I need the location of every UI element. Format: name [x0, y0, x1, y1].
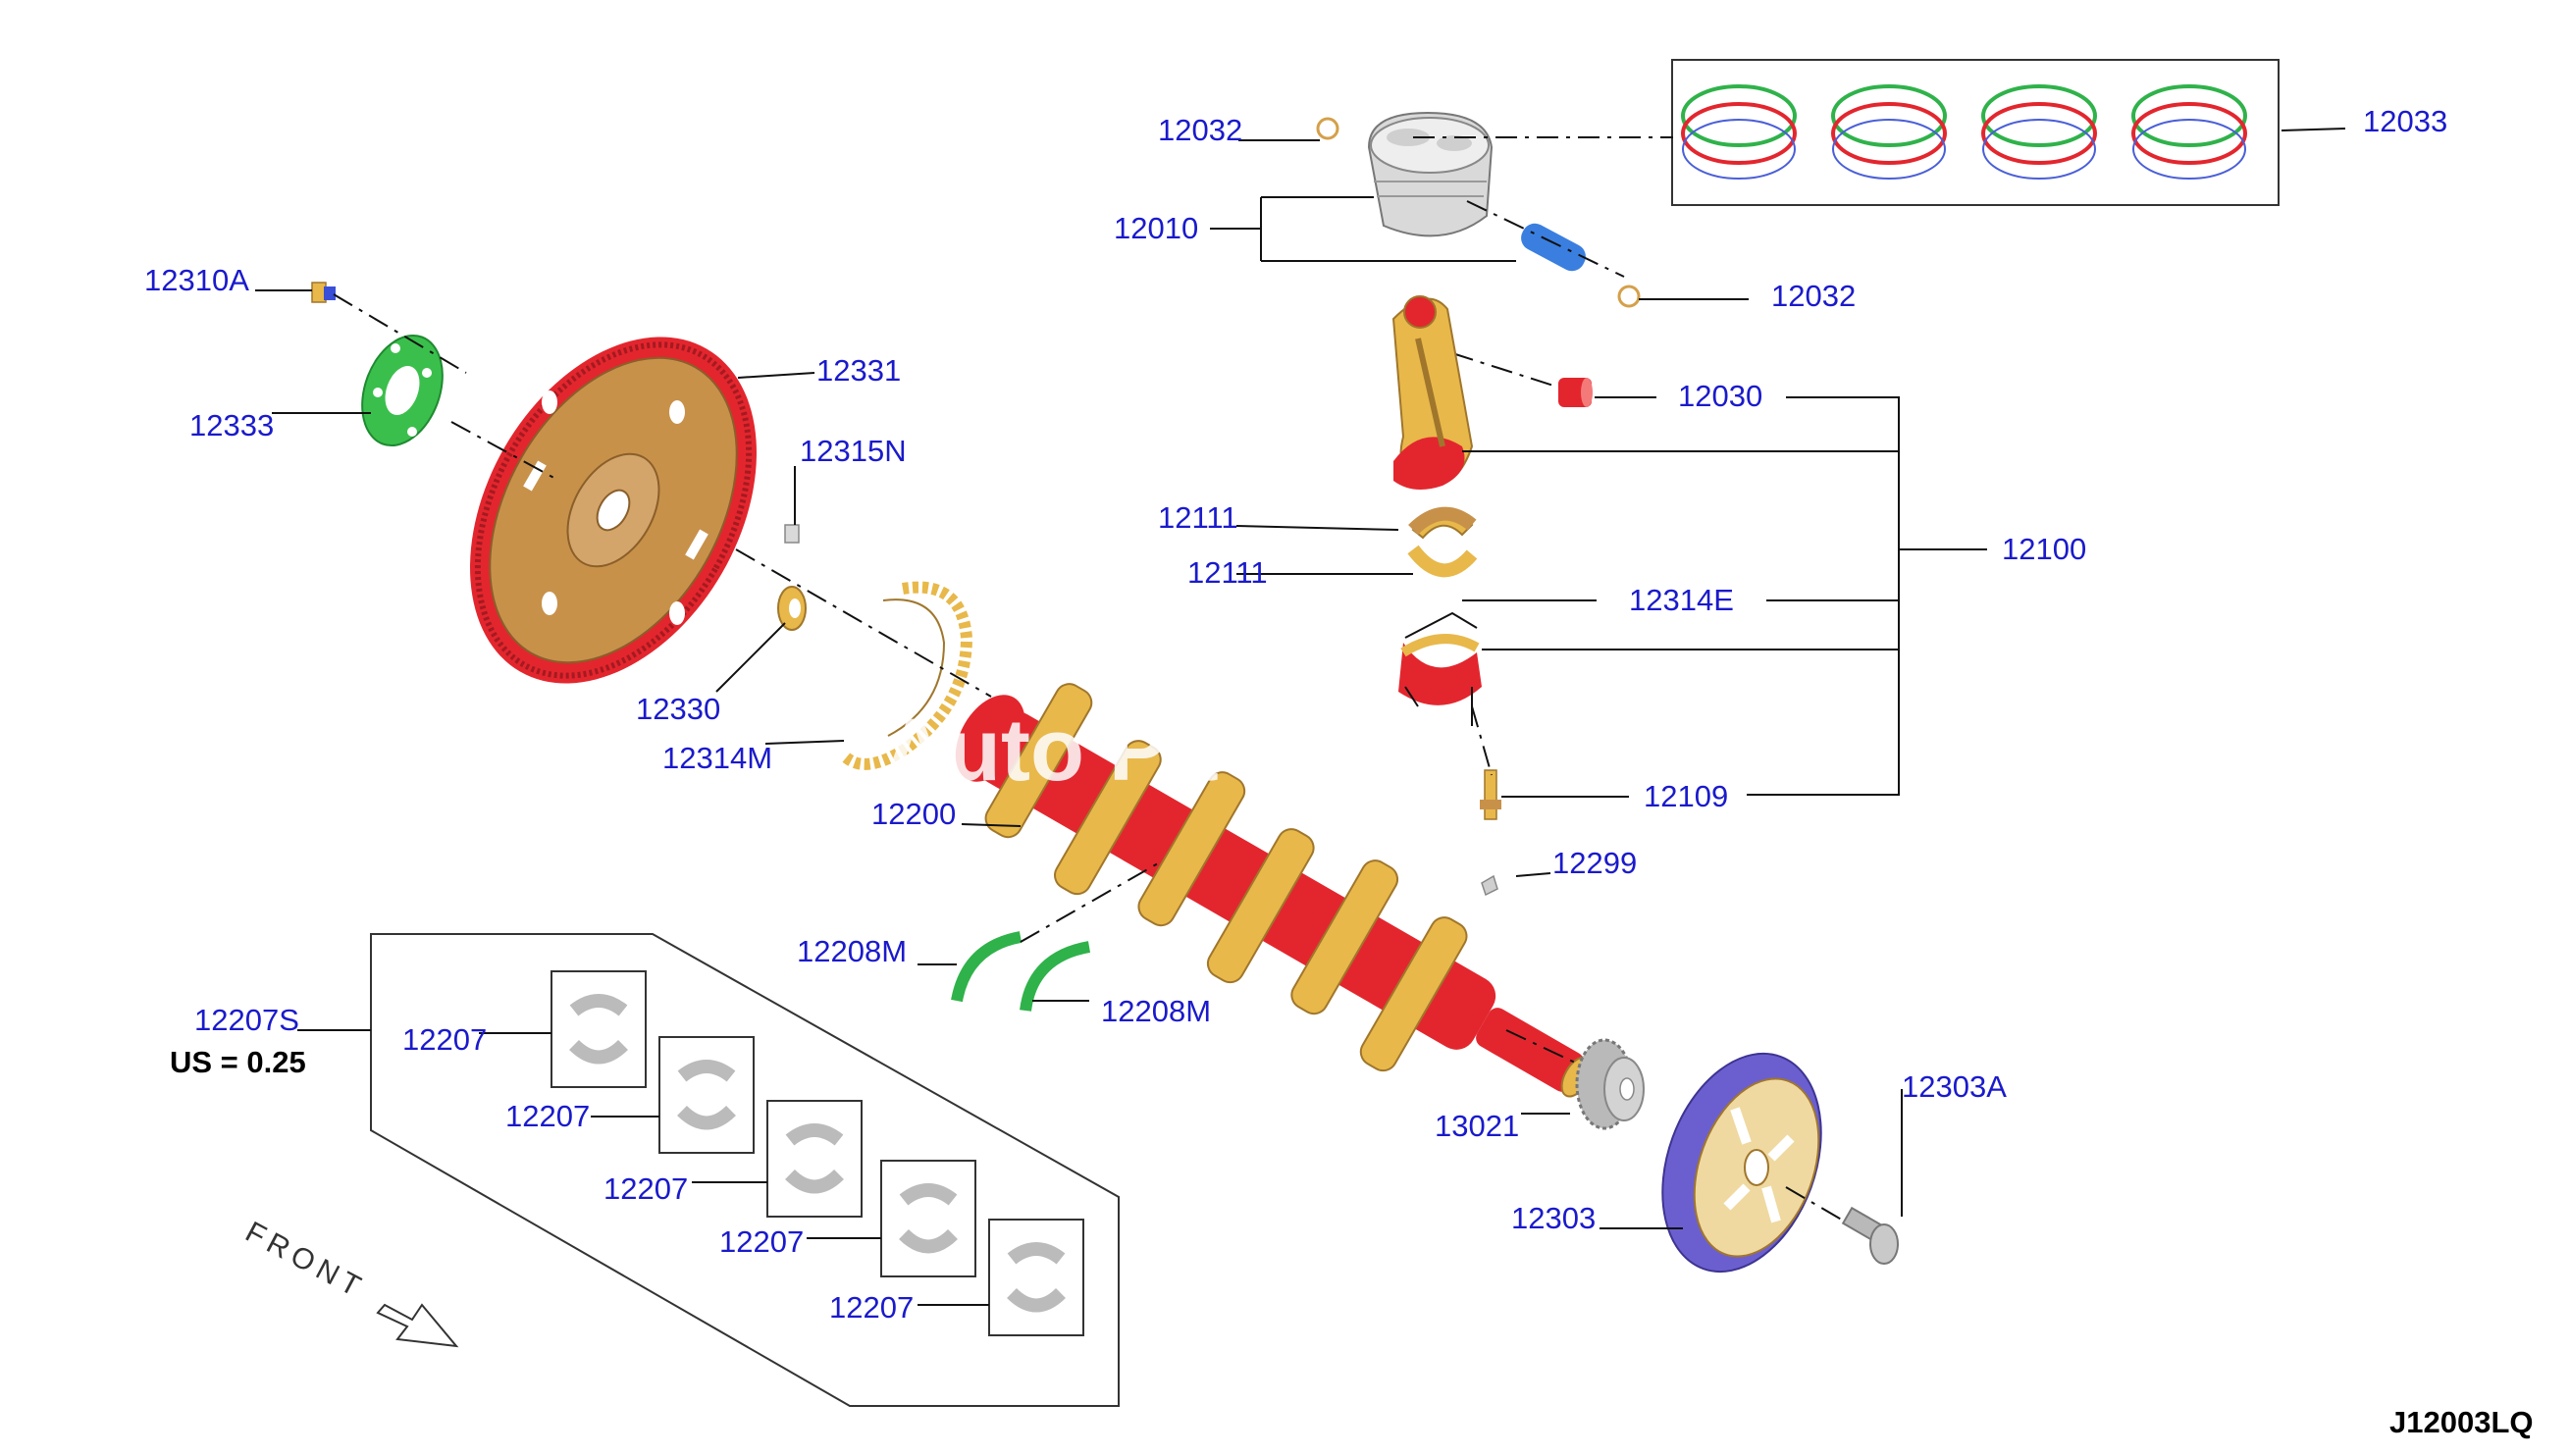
piston-ring-group-1 — [1681, 84, 1797, 180]
piston — [1367, 111, 1494, 237]
connecting-rod — [1391, 295, 1474, 490]
piston-ring-group-3 — [1981, 84, 2097, 180]
pilot-converter — [777, 586, 807, 631]
watermark-text: Auto Pa — [883, 702, 1218, 800]
piston-ring-group-2 — [1831, 84, 1947, 180]
callout-12032-bottom: 12032 — [1771, 279, 1856, 313]
callout-12207-3: 12207 — [603, 1171, 688, 1206]
piston-pin — [1521, 223, 1586, 272]
main-bearing-2 — [658, 1036, 755, 1154]
leader-lines — [255, 128, 2346, 1306]
callout-12207S: 12207S — [194, 1003, 299, 1037]
main-bearing-3 — [766, 1100, 863, 1218]
callout-12333: 12333 — [189, 408, 274, 442]
dowel-pin — [784, 524, 800, 544]
connecting-rod-bushing — [1558, 378, 1593, 407]
callout-12330: 12330 — [636, 692, 720, 726]
crankshaft-pulley — [1661, 1052, 1822, 1274]
callout-12314M: 12314M — [662, 741, 772, 775]
callout-12207-2: 12207 — [505, 1099, 590, 1133]
piston-ring-group-4 — [2131, 84, 2247, 180]
reinforcement-plate — [361, 334, 444, 447]
rod-cap — [1398, 611, 1482, 726]
main-bearing-4 — [880, 1160, 976, 1277]
woodruff-key — [1481, 874, 1498, 897]
callout-12315N: 12315N — [800, 434, 907, 468]
callout-12207-5: 12207 — [829, 1290, 914, 1325]
piston-ring-set-box — [1671, 59, 2280, 206]
front-label: FRONT — [240, 1216, 371, 1306]
callout-12033: 12033 — [2363, 104, 2447, 138]
main-bearing-5 — [988, 1219, 1084, 1336]
snap-ring-bottom — [1617, 285, 1641, 308]
callout-13021: 13021 — [1435, 1109, 1519, 1143]
drive-plate-bolt — [311, 282, 336, 303]
thrust-bearing-1 — [951, 931, 1023, 1003]
rod-bearing-upper — [1408, 506, 1477, 540]
crankshaft — [955, 683, 1593, 1098]
callout-12299: 12299 — [1552, 846, 1637, 880]
callout-12010: 12010 — [1114, 211, 1198, 245]
diagram-code: J12003LQ — [2389, 1405, 2534, 1439]
callout-12200: 12200 — [871, 797, 956, 831]
thrust-bearing-2 — [1020, 941, 1091, 1012]
crankshaft-sprocket — [1575, 1038, 1645, 1130]
sensor-plate — [839, 581, 973, 770]
callout-12030: 12030 — [1678, 379, 1762, 413]
callout-12207-4: 12207 — [719, 1224, 804, 1259]
callout-12111-a: 12111 — [1158, 500, 1238, 535]
callout-labels: 12032 12033 12010 12032 12030 12100 1211… — [144, 104, 2534, 1439]
us-note: US = 0.25 — [170, 1045, 306, 1079]
rod-cap-bolt — [1480, 769, 1501, 820]
callout-12100: 12100 — [2002, 532, 2086, 566]
callout-12208M-a: 12208M — [797, 934, 907, 968]
callout-12111-b: 12111 — [1187, 555, 1268, 590]
drive-plate — [470, 337, 757, 684]
snap-ring-top — [1316, 117, 1339, 140]
callout-12314E: 12314E — [1629, 583, 1734, 617]
callout-12032-top: 12032 — [1158, 113, 1242, 147]
main-bearing-set-box — [370, 933, 1120, 1407]
rod-bearing-lower — [1407, 545, 1478, 578]
callout-12109: 12109 — [1644, 779, 1728, 813]
callout-12303A: 12303A — [1902, 1069, 2007, 1104]
main-bearing-1 — [551, 970, 647, 1088]
callout-12331: 12331 — [816, 353, 901, 388]
pulley-bolt — [1841, 1206, 1899, 1265]
callout-12208M-b: 12208M — [1101, 994, 1211, 1028]
callout-12310A: 12310A — [144, 263, 249, 297]
callout-12207-1: 12207 — [402, 1022, 487, 1057]
front-arrow: FRONT — [240, 1216, 459, 1348]
callout-12303: 12303 — [1511, 1201, 1596, 1235]
